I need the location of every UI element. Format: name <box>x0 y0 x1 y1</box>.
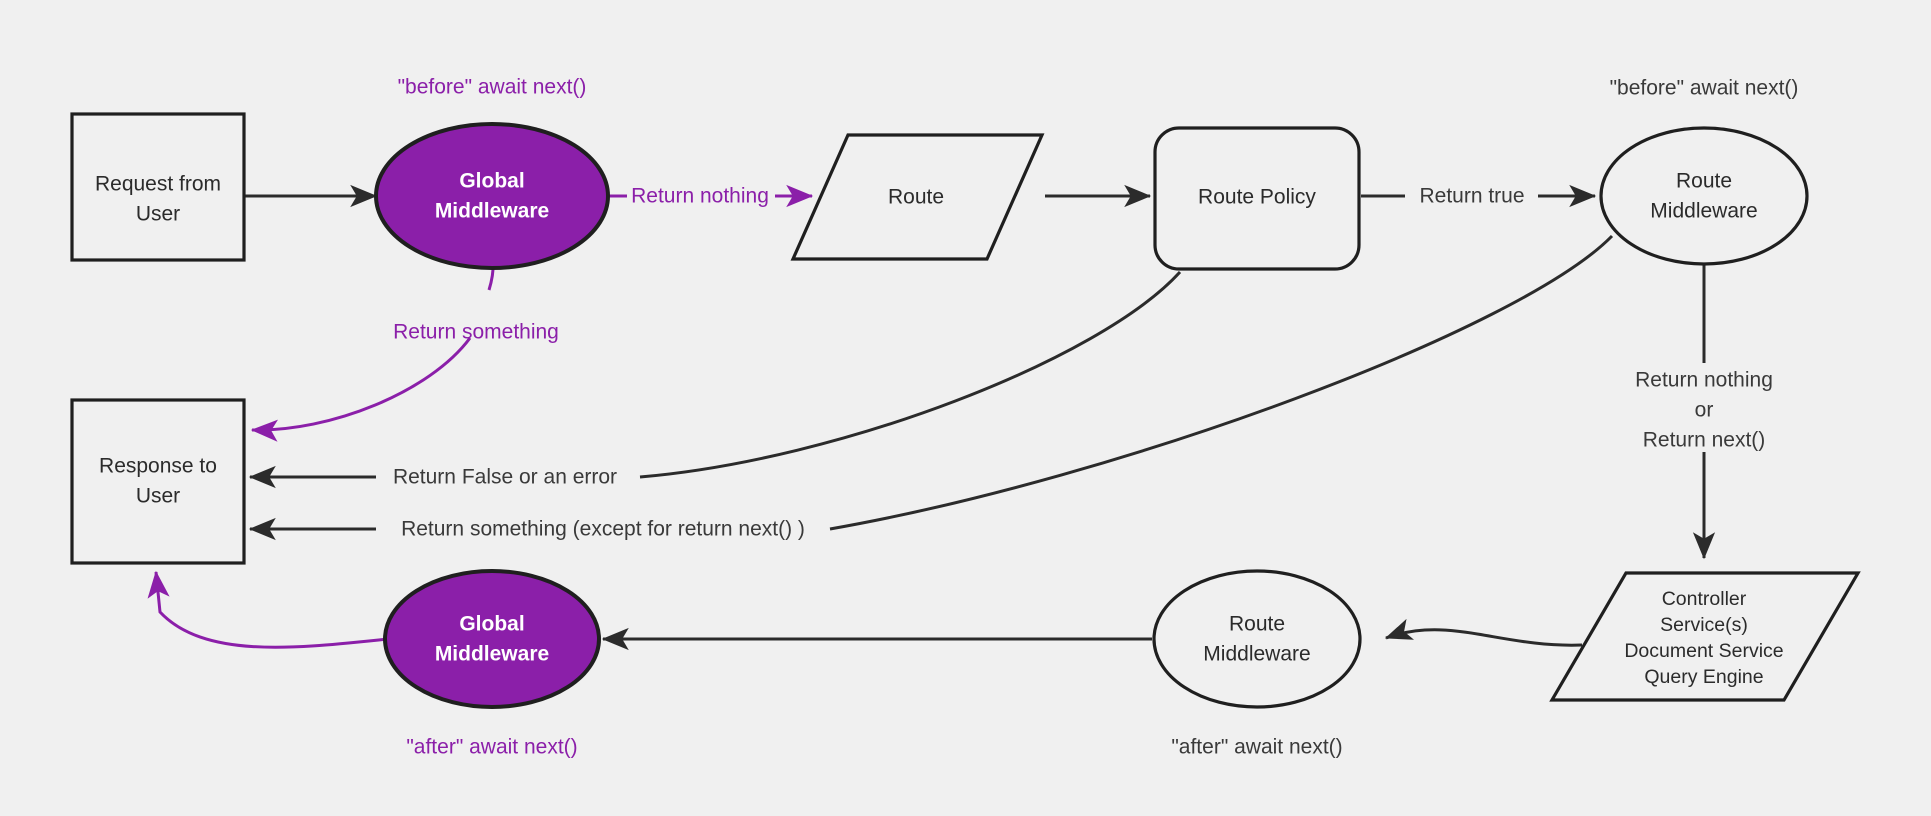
response-to-user-label-line2: User <box>136 485 180 508</box>
node-response-to-user[interactable]: Response to User <box>70 398 246 565</box>
edge-label-return-nothing: Return nothing <box>631 185 769 208</box>
route-policy-label: Route Policy <box>1198 186 1316 209</box>
edge-label-return-true: Return true <box>1419 185 1524 208</box>
route-parallelogram <box>790 133 1045 261</box>
route-middleware-bottom-label-line1: Route <box>1229 613 1285 636</box>
route-label: Route <box>888 186 944 209</box>
node-controller-services[interactable]: Controller Service(s) Document Service Q… <box>1549 571 1861 702</box>
controller-services-label-line3: Document Service <box>1624 640 1783 662</box>
route-middleware-top-label-line2: Middleware <box>1650 200 1757 223</box>
node-route-middleware-top[interactable]: Route Middleware <box>1599 126 1809 266</box>
edge-label-return-nothing-or-next-line1: Return nothing <box>1635 369 1773 392</box>
global-middleware-bottom-label-line2: Middleware <box>435 643 549 666</box>
response-to-user-rect <box>70 398 246 565</box>
node-request-from-user[interactable]: Request from User <box>70 112 246 262</box>
annotation-after-await-next-left: "after" await next() <box>406 736 577 759</box>
node-route-middleware-bottom[interactable]: Route Middleware <box>1152 569 1362 709</box>
annotation-after-await-next-right: "after" await next() <box>1171 736 1342 759</box>
edge-label-return-something-except-next: Return something (except for return next… <box>401 518 805 541</box>
edge-route-mw-to-response-curve <box>829 234 1614 531</box>
route-middleware-top-ellipse <box>1599 126 1809 266</box>
global-middleware-top-ellipse <box>374 122 610 270</box>
controller-services-label-line2: Service(s) <box>1660 614 1748 636</box>
edge-controller-to-route-mw-bottom <box>1384 618 1583 647</box>
controller-services-label-line1: Controller <box>1662 588 1747 610</box>
edge-route-policy-to-response-curve <box>639 270 1182 479</box>
global-middleware-top-label-line2: Middleware <box>435 200 549 223</box>
controller-services-label-line4: Query Engine <box>1644 666 1763 688</box>
route-middleware-bottom-label-line2: Middleware <box>1203 643 1310 666</box>
route-middleware-top-label-line1: Route <box>1676 170 1732 193</box>
request-from-user-rect <box>70 112 246 262</box>
request-from-user-label-line1: Request from <box>95 173 221 196</box>
edge-label-return-nothing-or-next-line2: or <box>1695 399 1714 422</box>
annotation-before-await-next-right: "before" await next() <box>1610 77 1799 100</box>
node-global-middleware-top[interactable]: Global Middleware <box>374 122 610 270</box>
route-middleware-bottom-ellipse <box>1152 569 1362 709</box>
edge-label-return-something-top: Return something <box>393 321 559 344</box>
global-middleware-top-label-line1: Global <box>459 170 524 193</box>
controller-services-parallelogram <box>1549 571 1861 702</box>
request-from-user-label-line2: User <box>136 203 180 226</box>
response-to-user-label-line1: Response to <box>99 455 217 478</box>
route-policy-rect <box>1153 126 1361 271</box>
edge-label-return-nothing-or-next-line3: Return next() <box>1643 429 1766 452</box>
global-middleware-bottom-label-line1: Global <box>459 613 524 636</box>
node-route-policy[interactable]: Route Policy <box>1153 126 1361 271</box>
edge-global-mw-bottom-to-response <box>147 570 389 649</box>
global-middleware-bottom-ellipse <box>383 569 601 709</box>
edge-global-mw-to-response <box>250 337 472 442</box>
node-route[interactable]: Route <box>790 133 1045 261</box>
edge-label-return-false-or-error: Return False or an error <box>393 466 617 489</box>
node-global-middleware-bottom[interactable]: Global Middleware <box>383 569 601 709</box>
annotation-before-await-next-left: "before" await next() <box>398 76 587 99</box>
